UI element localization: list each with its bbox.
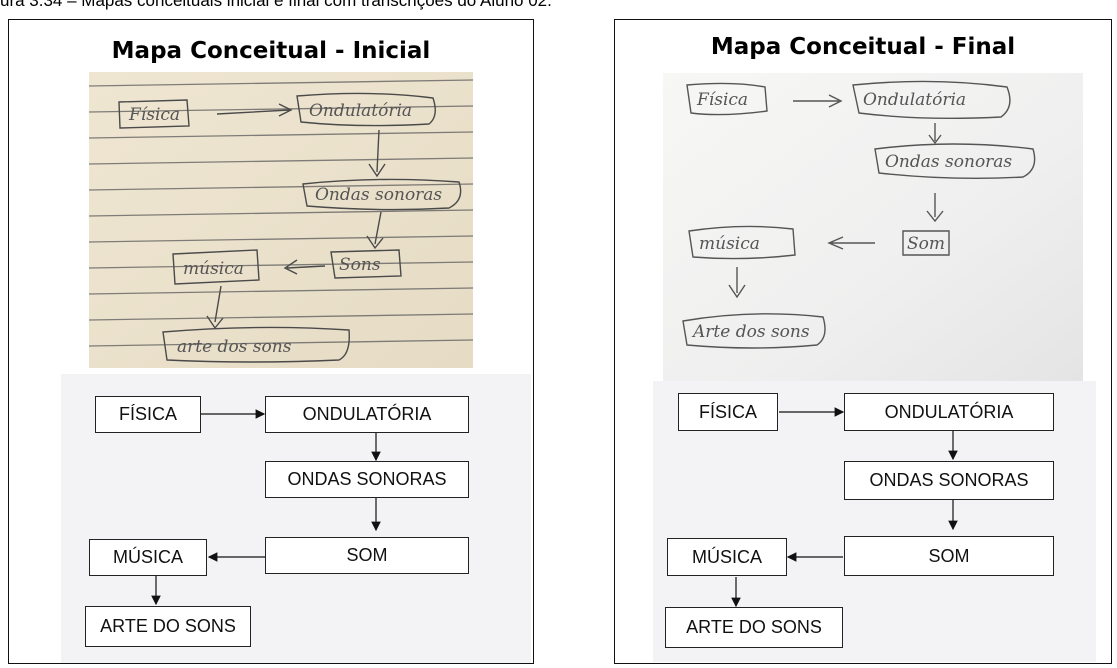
transcript-ondas-sonoras-final: ONDAS SONORAS	[844, 461, 1054, 500]
hw-musica: música	[183, 259, 244, 279]
hw-ondulatoria: Ondulatória	[309, 101, 412, 121]
transcript-ondas-sonoras: ONDAS SONORAS	[265, 461, 469, 498]
hw-fisica-final: Física	[696, 90, 748, 110]
hw-ondas: Ondas sonoras	[315, 185, 442, 205]
final-map-title: Mapa Conceitual - Final	[710, 34, 1016, 60]
hw-ondas-final: Ondas sonoras	[885, 152, 1012, 172]
transcript-ondulatoria: ONDULATÓRIA	[265, 396, 469, 433]
figure-caption: ura 3.34 – Mapas conceituais inicial e f…	[0, 0, 552, 10]
hw-arte-final: Arte dos sons	[691, 322, 810, 342]
transcript-musica: MÚSICA	[89, 539, 207, 576]
final-handwritten-photo: Física Ondulatória Ondas sonoras Som mús…	[663, 73, 1083, 383]
transcript-fisica: FÍSICA	[95, 396, 201, 433]
hw-fisica: Física	[128, 105, 180, 125]
initial-map-title: Mapa Conceitual - Inicial	[111, 38, 431, 64]
hw-som: Sons	[339, 255, 381, 275]
transcript-som-final: SOM	[844, 536, 1054, 576]
hw-musica-final: música	[699, 234, 760, 254]
final-transcription: FÍSICA ONDULATÓRIA ONDAS SONORAS SOM MÚS…	[653, 381, 1096, 662]
transcript-arte: ARTE DO SONS	[85, 606, 251, 647]
initial-transcription: FÍSICA ONDULATÓRIA ONDAS SONORAS SOM MÚS…	[61, 374, 531, 663]
initial-map-panel: Mapa Conceitual - Inicial	[8, 19, 534, 664]
transcript-arte-final: ARTE DO SONS	[665, 607, 843, 648]
hw-arte: arte dos sons	[177, 337, 292, 357]
transcript-som: SOM	[265, 537, 469, 574]
hw-som-final: Som	[907, 234, 945, 254]
transcript-musica-final: MÚSICA	[667, 538, 787, 576]
transcript-fisica-final: FÍSICA	[678, 393, 778, 431]
final-map-panel: Mapa Conceitual - Final	[614, 19, 1112, 664]
hw-ondulatoria-final: Ondulatória	[863, 90, 966, 110]
initial-handwritten-photo: Física Ondulatória Ondas sonoras Sons mú…	[89, 72, 473, 368]
transcript-ondulatoria-final: ONDULATÓRIA	[844, 393, 1054, 431]
